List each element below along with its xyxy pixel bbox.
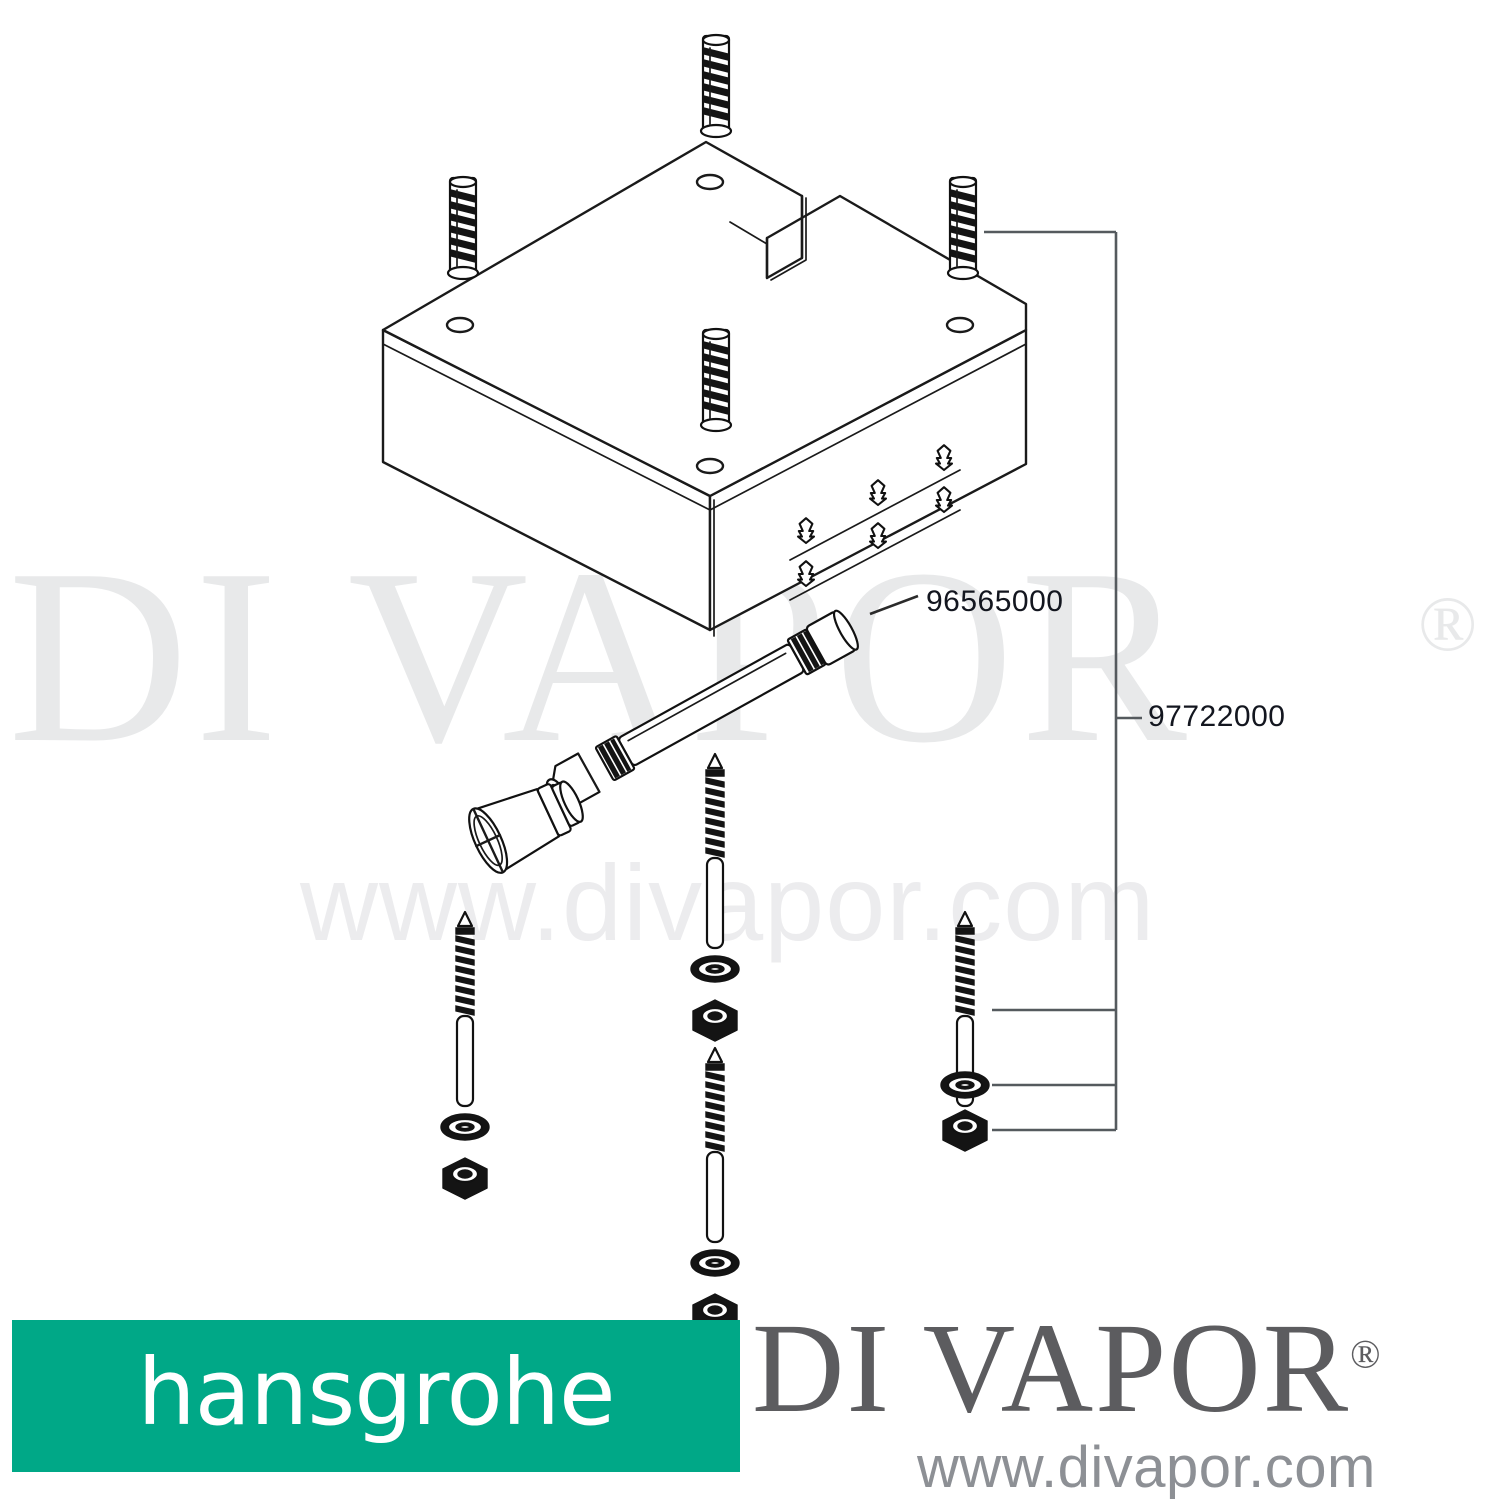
divapor-wordmark: DI VAPOR® [752, 1304, 1381, 1432]
wall-plug-center-lower [699, 327, 733, 433]
arrow-up-3 [934, 444, 954, 472]
divapor-url: www.divapor.com [917, 1435, 1376, 1500]
divapor-logo: DI VAPOR® www.divapor.com [752, 1304, 1492, 1500]
hex-nut [942, 1109, 988, 1152]
callout-leader-lines [869, 230, 1142, 1132]
notch-inner-fold [729, 221, 768, 245]
flat-washer [690, 1249, 740, 1277]
mounting-hole-left [445, 316, 475, 334]
wall-plug-top-center [699, 33, 733, 139]
notch-thickness [770, 197, 807, 281]
footer-bar: hansgrohe DI VAPOR® www.divapor.com [0, 1300, 1500, 1500]
mounting-hole-rear [695, 173, 725, 191]
hansgrohe-wordmark: hansgrohe [137, 1339, 615, 1446]
arrow-up-6 [934, 486, 954, 514]
arrow-up-2 [868, 479, 888, 507]
callout-hose-part-number: 96565000 [926, 585, 1064, 618]
flow-direction-arrows [789, 444, 961, 601]
fastener-stack-center-lower [690, 1046, 740, 1336]
wall-plug-left [446, 175, 480, 281]
arrow-up-5 [868, 522, 888, 550]
hex-nut [692, 999, 738, 1042]
installation-box [381, 140, 1028, 637]
mounting-hole-right [945, 316, 975, 334]
fastener-stack-right [940, 910, 990, 1152]
divapor-wordmark-text: DI VAPOR [752, 1297, 1351, 1439]
hex-nut [442, 1157, 488, 1200]
wall-plug-right [946, 175, 980, 281]
box-top-edge-thickness-left [382, 329, 711, 511]
callout-fixing-set-part-number: 97722000 [1148, 700, 1286, 733]
arrow-up-1 [796, 517, 816, 545]
hansgrohe-logo: hansgrohe [12, 1320, 740, 1472]
mounting-hole-front [695, 457, 725, 475]
flat-washer [940, 1071, 990, 1099]
cross-slotted-cap-plug [468, 780, 584, 874]
arrow-guide-line-lower [789, 509, 961, 601]
leader-hose [869, 594, 919, 616]
arrow-guide-line-upper [789, 469, 961, 561]
box-top-edge-thickness-right [709, 329, 1027, 511]
fastener-stack-left [440, 910, 490, 1200]
flat-washer [690, 955, 740, 983]
watermark-sub-text: www.divapor.com [299, 842, 1155, 963]
watermark-registered-icon: ® [1418, 580, 1477, 667]
fastener-stack-center-upper [690, 752, 740, 1042]
arrow-up-4 [796, 560, 816, 588]
registered-trademark-icon: ® [1350, 1331, 1381, 1377]
flat-washer [440, 1113, 490, 1141]
